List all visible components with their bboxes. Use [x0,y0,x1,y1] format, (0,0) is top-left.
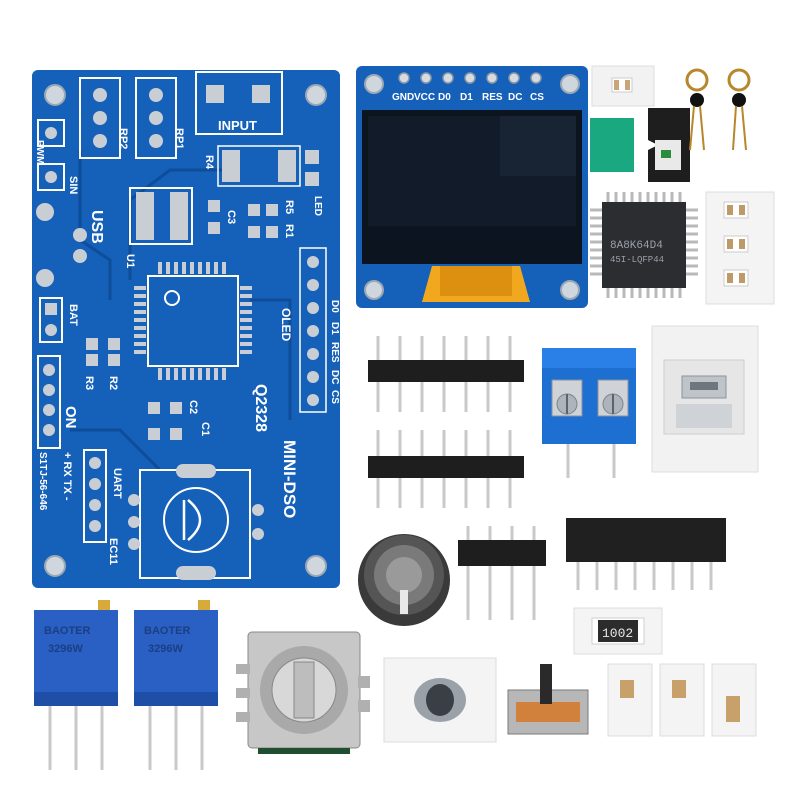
pcb-label-part-no: S1TJ-56-646 [37,452,48,511]
pcb-label-title: MINI-DSO [280,440,299,518]
green-tape [590,118,634,172]
trimpot-right-code: 3296W [148,643,183,655]
pin-header-top [368,336,524,412]
pcb-label-oled: OLED [279,308,293,342]
oled-pin-gnd: GND [392,92,415,103]
mounting-hole [44,84,66,106]
ec11-encoder [236,631,370,754]
pin-header-bottom [368,430,524,508]
pcb-label-r4: R4 [203,155,215,170]
slide-switch [507,664,589,735]
smd-tape-parts [607,663,757,737]
micro-usb-connector [651,325,759,473]
mcu-chip: 8A8K64D4 45I-LQFP44 [590,192,698,298]
pcb-label-power: + RX TX - [61,452,73,501]
mounting-hole [44,555,66,577]
pcb-label-on: ON [62,406,79,429]
mounting-hole [305,84,327,106]
pcb-label-pwm: PWM [34,140,45,164]
inductor-leaded [685,68,751,151]
pcb-label-r1: R1 [283,224,295,238]
pcb-label-res: RES [329,342,340,363]
pcb-label-sin: SIN [67,176,79,194]
trimpot-left: BAOTER 3296W [34,600,118,770]
mcu-marking-line1: 8A8K64D4 [610,240,663,252]
rotary-knob [358,534,450,626]
pcb-label-bat: BAT [67,304,79,326]
pcb-label-ec11: EC11 [107,538,119,565]
oled-pin-cs: CS [530,92,544,103]
oled-pin-vcc: VCC [414,92,436,103]
right-angle-header [458,526,546,620]
pcb-label-r2: R2 [107,376,119,390]
pcb-label-u1: U1 [124,254,136,268]
pcb-label-c1: C1 [199,422,211,436]
pcb-label-model: Q2328 [252,384,269,432]
pcb-label-d1: D1 [329,322,340,335]
pcb-label-uart: UART [111,468,123,499]
oled-pin-d1: D1 [460,92,473,103]
oled-pin-d0: D0 [438,92,451,103]
mounting-hole [305,555,327,577]
pcb-label-d0: D0 [329,300,340,313]
trimpot-right: BAOTER 3296W [134,600,218,770]
resistor-code: 1002 [602,626,633,641]
trimpot-right-brand: BAOTER [144,625,191,637]
oled-pin-dc: DC [508,92,523,103]
oled-module [356,66,588,308]
pcb-label-cs: CS [329,390,340,404]
trimpot-left-code: 3296W [48,643,83,655]
pcb-label-c2: C2 [187,400,199,414]
pcb-label-dc: DC [329,370,340,384]
pcb-label-c3: C3 [225,210,237,224]
smd-led [648,108,690,182]
pcb-label-r3: R3 [83,376,95,390]
female-header [566,518,726,590]
smd-resistor-tape [591,65,655,107]
pcb-label-led: LED [312,196,323,216]
mcu-marking-line2: 45I-LQFP44 [610,255,664,265]
pcb-label-r5: R5 [283,200,295,214]
trimpot-left-brand: BAOTER [44,625,91,637]
resistor-1002-tape: 1002 [573,607,663,655]
crystal-tape [383,657,497,743]
oled-pin-labels: GND VCC D0 D1 RES DC CS [392,92,562,106]
smd-capacitors-tape [705,191,775,305]
pcb-label-usb: USB [88,210,105,244]
screw-terminal [542,348,636,478]
oled-pin-res: RES [482,92,503,103]
pcb-label-rp2: RP2 [117,128,129,149]
pcb-label-input: INPUT [218,118,257,133]
mini-dso-pcb: RP2 RP1 INPUT PWM SIN USB R4 LED C3 R5 R… [32,70,340,588]
pcb-label-rp1: RP1 [173,128,185,149]
